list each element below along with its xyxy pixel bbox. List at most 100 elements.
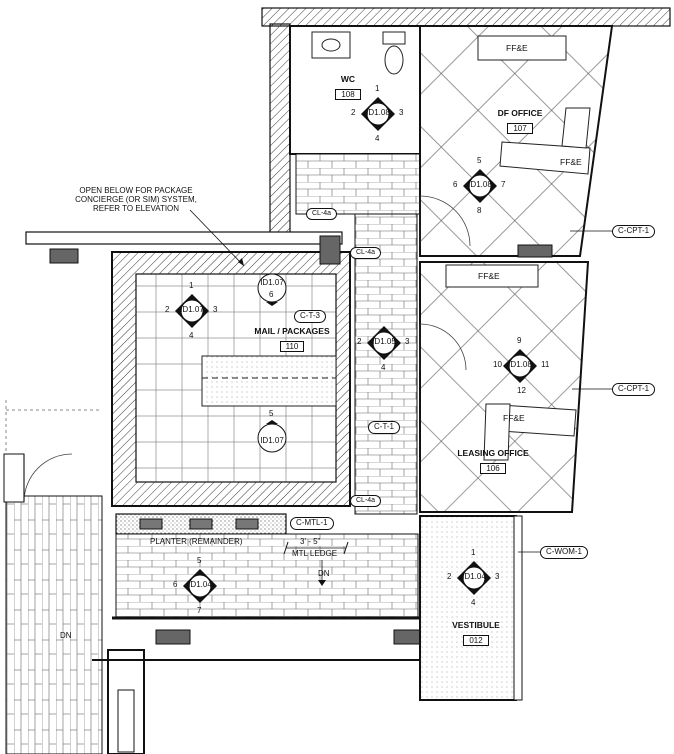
elevation-label: ID1.07 <box>180 305 204 314</box>
elevation-number: 7 <box>501 180 506 189</box>
section-label: ID1.07 <box>260 436 284 445</box>
df-desk <box>499 141 591 175</box>
elevation-number: 2 <box>357 337 362 346</box>
room-name: DF OFFICE <box>497 108 543 118</box>
section-circle <box>257 420 287 453</box>
section-marker: ID1.07 5 <box>256 410 288 456</box>
elevation-label: ID1.08 <box>366 108 390 117</box>
elevation-number: 5 <box>477 156 482 165</box>
elevation-diamond <box>457 561 491 595</box>
elevation-number: 6 <box>173 580 178 589</box>
elevation-number: 12 <box>517 386 526 395</box>
lower-corridor-floor <box>115 533 419 619</box>
room-number: 108 <box>335 89 361 100</box>
finish-tag-wom: C-WOM-1 <box>540 546 588 559</box>
corridor-floor <box>354 213 418 515</box>
elevation-number: 4 <box>375 134 380 143</box>
ceiling-tag: CL-4a <box>306 208 338 220</box>
ceiling-tag: CL-4a <box>350 247 382 259</box>
vestibule-room <box>419 515 517 701</box>
planter-label: PLANTER (REMAINDER) <box>150 537 243 546</box>
section-number: 6 <box>269 290 274 299</box>
elevation-number: 3 <box>399 108 404 117</box>
elevation-number: 4 <box>471 598 476 607</box>
dn-label: DN <box>60 631 72 640</box>
room-label-vestibule: VESTIBULE 012 <box>446 620 506 648</box>
elevation-label: ID1.04 <box>462 572 486 581</box>
elevation-number: 3 <box>213 305 218 314</box>
elevation-number: 9 <box>517 336 522 345</box>
room-name: LEASING OFFICE <box>457 448 529 458</box>
elevation-number: 4 <box>381 363 386 372</box>
room-label-mail: MAIL / PACKAGES 110 <box>246 326 338 354</box>
elevation-label: ID1.04 <box>188 580 212 589</box>
ffe-label: FF&E <box>506 43 528 53</box>
finish-tag-mtl: C-MTL-1 <box>290 517 334 530</box>
elevation-label: ID1.08 <box>508 360 532 369</box>
exterior-wall-top <box>261 7 671 27</box>
elevation-diamond <box>361 97 395 131</box>
room-name: MAIL / PACKAGES <box>254 326 330 336</box>
elevation-diamond <box>183 569 217 603</box>
elevation-number: 6 <box>453 180 458 189</box>
elevation-marker-wc: ID1.08 1 2 3 4 <box>351 85 403 143</box>
elevation-marker-leasing: ID1.08 9 10 11 12 <box>493 337 549 395</box>
finish-tag-cpt: C-CPT-1 <box>612 383 656 396</box>
elevation-number: 4 <box>189 331 194 340</box>
dn-label: DN <box>318 569 330 578</box>
dimension-label: 3' - 5" <box>300 537 321 546</box>
elevation-diamond <box>367 326 401 360</box>
elevation-marker-lower: ID1.04 5 6 7 <box>173 557 218 615</box>
wc-sink <box>311 31 351 59</box>
room-name: VESTIBULE <box>452 620 500 630</box>
room-number: 110 <box>279 341 305 352</box>
corridor-top-floor <box>295 153 421 215</box>
elevation-number: 2 <box>165 305 170 314</box>
room-number: 107 <box>507 123 533 134</box>
note-open-below: OPEN BELOW FOR PACKAGE CONCIERGE (OR SIM… <box>75 186 197 214</box>
room-number: 106 <box>480 463 506 474</box>
slab-edge <box>25 231 343 245</box>
finish-tag-t3: C-T-3 <box>294 310 326 323</box>
mtl-ledge-label: MTL LEDGE <box>292 549 338 558</box>
elevation-number: 1 <box>189 281 194 290</box>
elevation-number: 10 <box>493 360 502 369</box>
df-office-room <box>419 25 614 257</box>
elevation-number: 1 <box>471 548 476 557</box>
section-circle <box>257 273 287 306</box>
entry-stair <box>5 495 103 754</box>
exterior-wall-wc <box>269 23 291 235</box>
elevation-label: ID1.08 <box>468 180 492 189</box>
room-name: WC <box>340 74 356 84</box>
section-label: ID1.07 <box>260 278 284 287</box>
finish-tag-cpt: C-CPT-1 <box>612 225 656 238</box>
elevation-number: 3 <box>495 572 500 581</box>
elevation-diamond <box>503 349 537 383</box>
elevation-number: 3 <box>405 337 410 346</box>
toilet <box>384 45 404 75</box>
leasing-office-room <box>419 261 590 513</box>
room-number: 012 <box>463 635 489 646</box>
ffe-label: FF&E <box>560 157 582 167</box>
elevation-marker-mail: ID1.07 1 2 3 4 <box>165 282 217 340</box>
room-label-df-office: DF OFFICE 107 <box>488 108 552 136</box>
elevation-number: 2 <box>447 572 452 581</box>
room-label-wc: WC 108 <box>326 74 370 102</box>
elevation-number: 5 <box>197 556 202 565</box>
ceiling-tag: CL-4a <box>350 495 382 507</box>
section-number: 5 <box>269 409 274 418</box>
elevation-number: 11 <box>541 360 550 369</box>
ffe-label: FF&E <box>478 271 500 281</box>
elevation-number: 7 <box>197 606 202 615</box>
elevation-number: 2 <box>351 108 356 117</box>
ffe-label: FF&E <box>503 413 525 423</box>
elevation-marker-vestibule: ID1.04 1 2 3 4 <box>447 549 499 607</box>
section-marker: ID1.07 6 <box>256 270 288 306</box>
package-counter <box>201 355 337 407</box>
room-label-leasing: LEASING OFFICE 106 <box>448 448 538 476</box>
elevation-diamond <box>175 294 209 328</box>
elevation-number: 1 <box>375 84 380 93</box>
